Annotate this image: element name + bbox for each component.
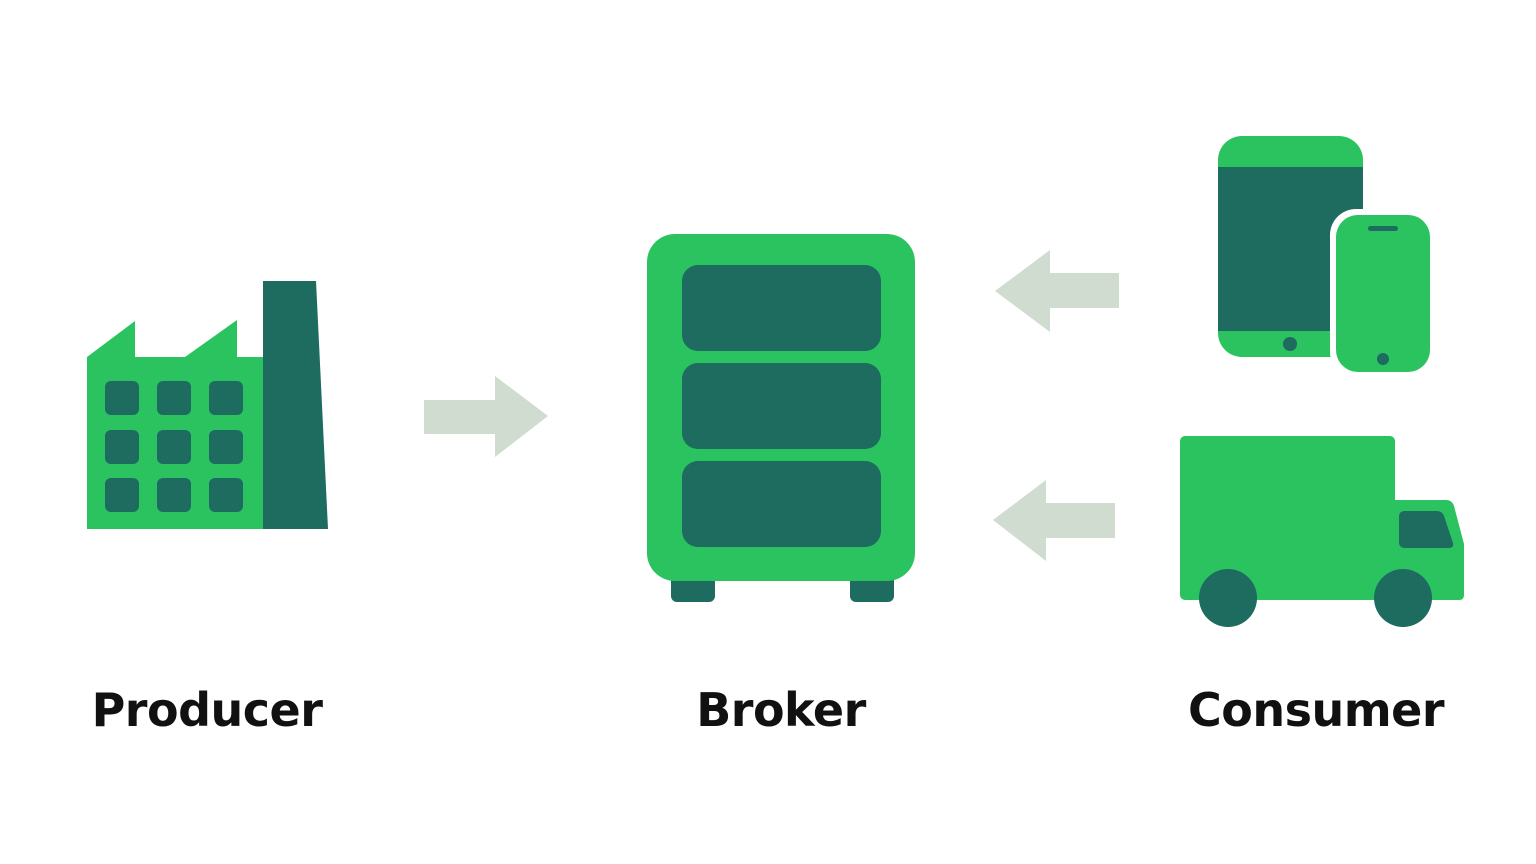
factory-chimney [263,281,328,529]
factory-window [157,430,191,464]
rack-slot [682,363,881,449]
tablet-home-button [1283,337,1297,351]
phone-body [1336,215,1430,372]
truck-window [1399,511,1454,548]
broker-label: Broker [696,683,866,737]
truck-wheel-rear [1199,569,1257,627]
factory-window [105,430,139,464]
consumer-label: Consumer [1188,683,1445,737]
factory-window [209,430,243,464]
delivery-truck-icon [1180,436,1464,627]
producer-label: Producer [92,683,324,737]
server-rack-icon [647,234,915,602]
rack-slot [682,461,881,547]
factory-window [209,381,243,415]
factory-icon [87,281,328,529]
smartphone-icon [1330,209,1436,378]
phone-home-button [1377,353,1389,365]
factory-window [105,381,139,415]
arrow-right-icon [424,376,548,457]
factory-window [209,478,243,512]
factory-windows [105,381,243,512]
factory-window [157,381,191,415]
arrow-left-icon [995,250,1119,332]
factory-window [105,478,139,512]
factory-window [157,478,191,512]
factory-body [87,320,265,529]
arrow-left-icon [993,480,1115,561]
phone-speaker [1368,226,1398,231]
rack-slot [682,265,881,351]
truck-cargo-box [1180,436,1395,600]
truck-wheel-front [1374,569,1432,627]
